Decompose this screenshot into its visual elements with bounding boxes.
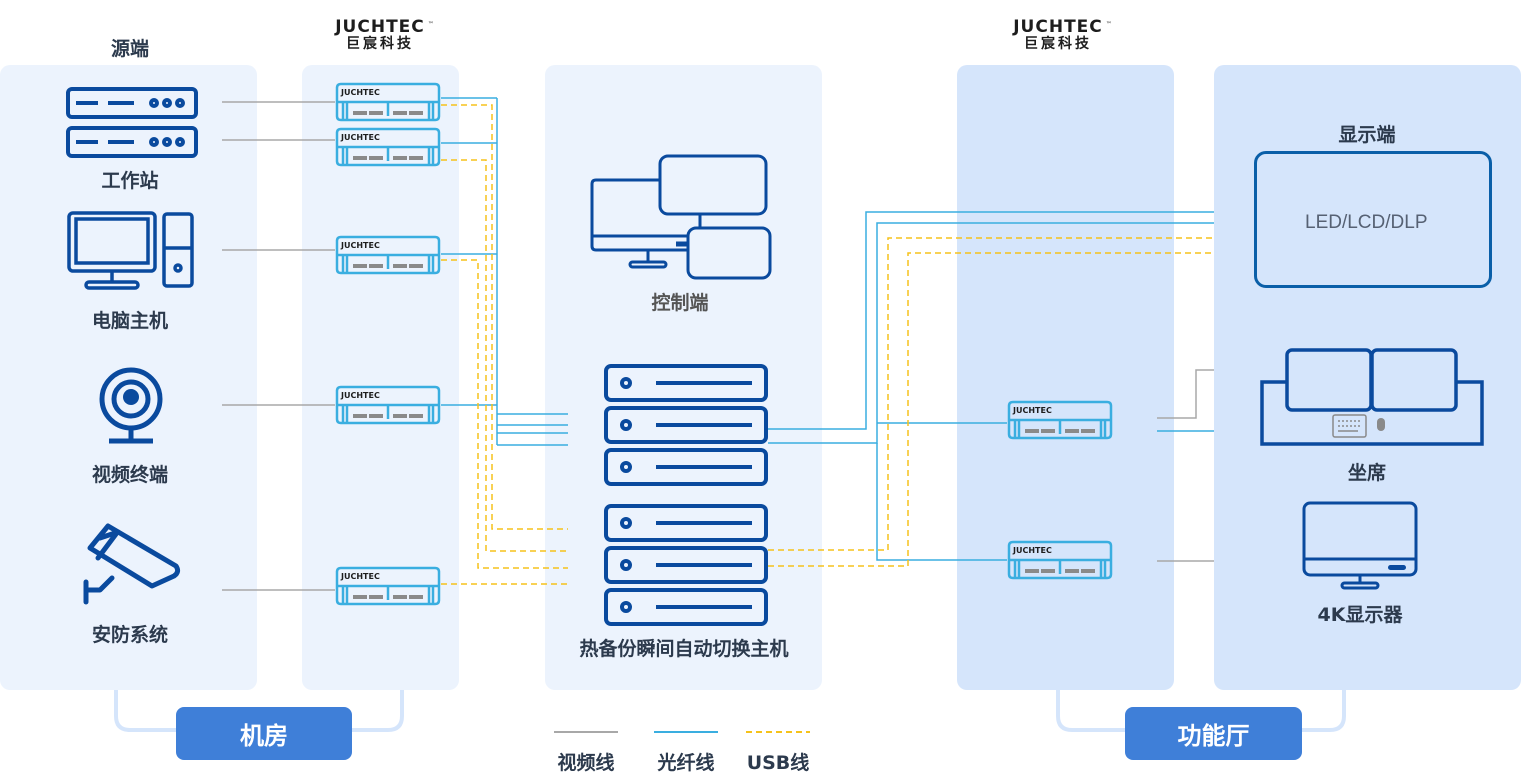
fiber-extender-brand: JUCHTEC [340,133,380,142]
display-screen [1254,151,1492,288]
usb-line [768,237,1214,551]
control-label: 控制端 [651,292,709,314]
fiber-extender-brand: JUCHTEC [340,391,380,400]
center-panel [545,65,822,690]
fiber-extender: JUCHTEC [335,385,441,429]
hot-backup-host-icon [604,364,768,626]
fiber-extender-brand: JUCHTEC [340,88,380,97]
source-label-security: 安防系统 [91,624,169,646]
fiber-extender: JUCHTEC [335,127,441,171]
display-panel [1214,65,1521,690]
server-led [620,601,632,613]
brand-name-cn: 巨宸科技 [1024,36,1092,52]
desktop-pc-icon [67,211,194,290]
usb-line [441,259,568,569]
fiber-extender-icon: JUCHTEC [1007,400,1113,440]
legend-video-label: 视频线 [557,752,615,774]
source-label-video-terminal: 视频终端 [91,464,169,486]
server-unit [604,406,768,444]
fiber-extender: JUCHTEC [335,82,441,126]
fiber-extender-brand: JUCHTEC [340,241,380,250]
server-led [620,517,632,529]
seat-label: 坐席 [1347,462,1387,484]
fiber-line [768,211,1214,430]
cctv-camera-icon [83,523,181,605]
server-led [620,461,632,473]
source-label-pc: 电脑主机 [91,310,169,332]
monitor-4k-label: 4K显示器 [1317,604,1403,626]
server-rack-icon [66,87,198,158]
legend-fiber-label: 光纤线 [657,752,715,774]
fiber-extender: JUCHTEC [1007,540,1113,584]
fiber-extender-brand: JUCHTEC [1012,406,1052,415]
legend-usb-label: USB线 [746,752,810,774]
fiber-line [876,443,1007,561]
fiber-extender: JUCHTEC [1007,400,1113,444]
fiber-extender-icon: JUCHTEC [335,566,441,606]
host-label: 热备份瞬间自动切换主机 [579,638,789,660]
fiber-extender-brand: JUCHTEC [1012,546,1052,555]
fiber-extender-icon: JUCHTEC [335,82,441,122]
display-header: 显示端 [1338,124,1396,146]
usb-line [768,252,1214,567]
usb-line [441,104,568,530]
fiber-extender-icon: JUCHTEC [335,127,441,167]
fiber-line [768,222,1214,444]
fiber-extender: JUCHTEC [335,566,441,610]
fiber-extender: JUCHTEC [335,235,441,279]
monitor-4k-icon [1302,501,1418,590]
video-line [1157,369,1214,419]
server-led [620,559,632,571]
server-unit [604,588,768,626]
source-header: 源端 [110,38,150,60]
usb-line [441,159,568,552]
server-unit [604,504,768,542]
server-unit [604,364,768,402]
fiber-extender-brand: JUCHTEC [340,572,380,581]
source-panel [0,65,257,690]
zone-machine-room[interactable]: 机房 [176,707,352,760]
multi-monitor-icon [590,154,772,280]
display-screen-text: LED/LCD/DLP [1305,212,1428,233]
fiber-extender-icon: JUCHTEC [1007,540,1113,580]
source-label-workstation: 工作站 [101,170,159,192]
server-led [620,377,632,389]
zone-function-hall[interactable]: 功能厅 [1125,707,1302,760]
brand-name-cn: 巨宸科技 [346,36,414,52]
fiber-extender-icon: JUCHTEC [335,385,441,425]
mouse-icon [1377,418,1385,431]
seat-console-icon [1260,348,1484,446]
webcam-icon [99,367,163,444]
server-unit [604,448,768,486]
server-led [620,419,632,431]
rx-extender-panel [957,65,1174,690]
server-unit [604,546,768,584]
keyboard-icon [1332,414,1367,438]
fiber-extender-icon: JUCHTEC [335,235,441,275]
